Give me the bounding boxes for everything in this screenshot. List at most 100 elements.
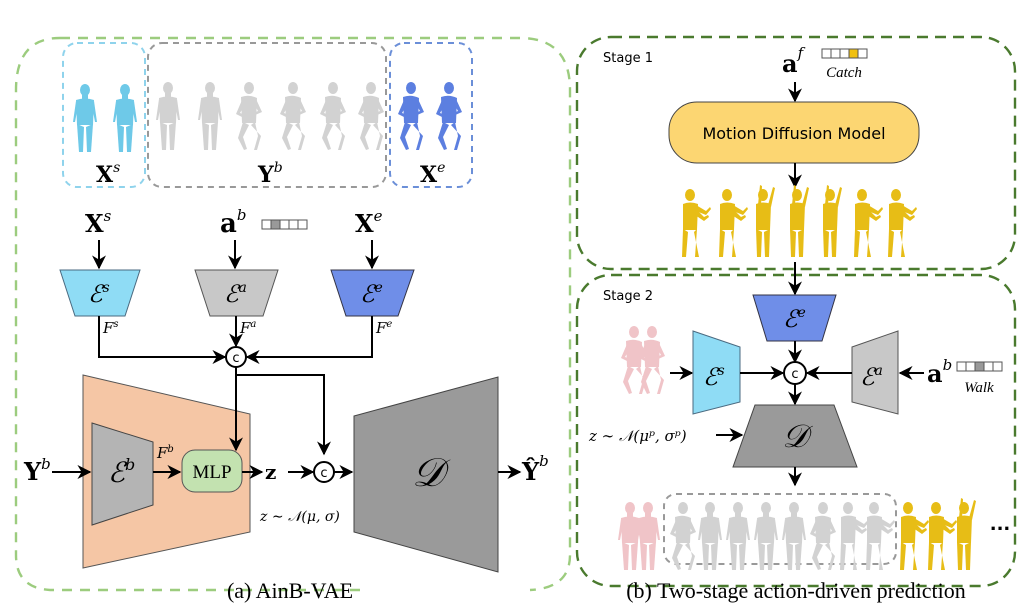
end-pose-figure [436,82,462,150]
encoder-b [91,422,154,526]
decoder [353,376,499,573]
action-slot [297,219,308,230]
concat-symbol-2: c [320,466,327,481]
encoder-e-label: ℰe [360,280,383,308]
continuation-ellipsis: ... [990,514,1011,535]
stage1-border [575,35,1017,271]
between-pose-figure [236,82,262,150]
input-xe: Xe [355,207,383,238]
feature-fb: Fb [156,444,174,462]
result-inbetween-figure [754,502,778,570]
between-pose-figure [280,82,306,150]
panel-a: (a) AinB-VAE Xs Yb Xe Xs ab Xe [14,36,572,603]
result-inbetween-figure [698,502,722,570]
stage2-encoder-a-label: ℰa [860,363,883,391]
start-pose-label: Xs [96,160,120,188]
motion-diffusion-model-label: Motion Diffusion Model [702,124,885,143]
result-inbetween-box [663,493,897,565]
result-catch-figure [957,498,976,570]
catch-poses [682,185,917,257]
end-poses [398,82,462,150]
action-slot [992,361,1003,372]
feature-fe: Fe [375,319,392,337]
between-poses [156,82,384,150]
catch-pose-figure [756,185,775,257]
history-pose-figure [639,326,665,394]
stage2-encoder-s [692,330,741,415]
panel-a-caption: (a) AinB-VAE [227,578,353,603]
latent-distribution: z ∼ 𝒩(μ, σ) [259,509,340,525]
start-pose-box [62,42,146,188]
action-slot [956,361,967,372]
result-inbetween-figure [670,502,696,570]
stage1-action-name: Catch [826,65,862,81]
stage2-encoder-s-label: ℰs [703,363,725,391]
input-xs: Xs [85,207,112,238]
action-slot [279,219,290,230]
start-pose-figure [113,84,137,152]
action-slot [983,361,994,372]
result-catch-poses [900,498,976,570]
action-slot [839,48,850,59]
encoder-e [330,269,415,317]
result-inbetween-figure [726,502,750,570]
catch-pose-figure [854,189,883,257]
output-yhat: Ŷb [521,452,549,486]
latent-z: z [265,460,276,484]
result-inbetween-figure [810,502,836,570]
action-vector-catch [821,48,868,59]
action-slot-active [848,48,859,59]
result-inbetween-figure [782,502,806,570]
input-ab: ab [220,206,246,239]
stage2-latent-prior: z ∼ 𝒩(μᵖ, σᵖ) [588,427,687,445]
result-inbetween-figure [866,502,895,570]
feature-fa: Fa [239,319,256,337]
result-inbetween-figure [840,502,869,570]
stage2-encoder-e [752,294,837,342]
panel-b-caption: (b) Two-stage action-driven prediction [626,578,966,603]
action-slot [288,219,299,230]
action-slot [830,48,841,59]
between-pose-figure [320,82,346,150]
stage2-action-name: Walk [964,380,994,396]
between-pose-box [147,42,387,188]
stage1-title: Stage 1 [603,51,653,66]
feature-fs: Fs [102,319,119,337]
action-slot [857,48,868,59]
action-slot [261,219,272,230]
between-pose-figure [358,82,384,150]
between-pose-figure [198,82,222,150]
arrow-concat-to-concat2 [236,374,331,456]
end-pose-label: Xe [420,160,445,188]
catch-pose-figure [790,185,809,257]
encoder-b-label: ℰb [108,455,135,489]
result-catch-figure [928,502,957,570]
catch-pose-figure [719,189,748,257]
end-pose-box [389,42,473,188]
action-slot [965,361,976,372]
input-yb: Yb [23,455,51,486]
action-slot [821,48,832,59]
stage2-decoder [732,404,858,468]
start-pose-figure [73,84,97,152]
encoder-s-label: ℰs [88,280,110,308]
stage2-action: ab [927,356,952,388]
result-catch-figure [900,502,929,570]
panel-a-border [14,36,572,592]
arrow-fs-to-concat [98,316,227,364]
history-poses [621,326,665,394]
result-inbetween-poses [670,502,895,570]
stage2-concat-symbol: c [791,367,798,382]
between-pose-figure [156,82,180,150]
catch-pose-figure [682,189,711,257]
catch-pose-figure [888,189,917,257]
encoder-a [194,269,279,317]
stage2-encoder-a [851,330,899,415]
encoder-s [59,269,141,317]
mlp-label: MLP [192,462,231,483]
end-pose-figure [398,82,424,150]
stage1-action: af [782,44,806,78]
between-pose-label: Yb [257,160,283,188]
concat-symbol-1: c [232,351,239,366]
